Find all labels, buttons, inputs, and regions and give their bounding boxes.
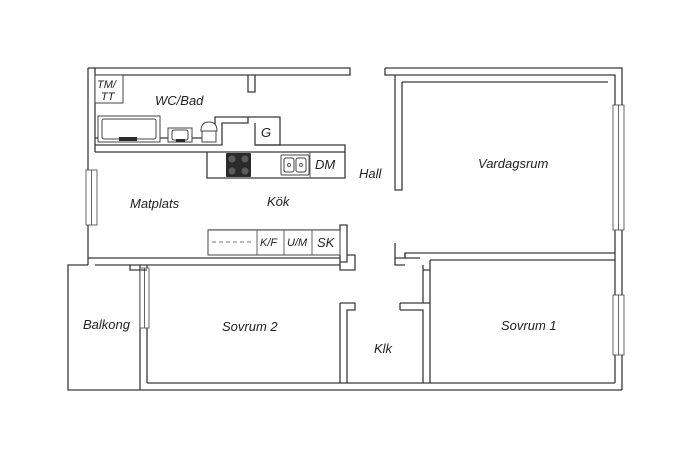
label-tm: TM/ [97, 79, 117, 91]
tm-tt-closet [94, 74, 124, 104]
label-wc-bad: WC/Bad [155, 93, 204, 108]
label-kf: K/F [260, 237, 278, 249]
label-sovrum2: Sovrum 2 [222, 319, 278, 334]
toilet [201, 130, 217, 143]
label-sk: SK [317, 235, 336, 250]
interior-walls [88, 75, 615, 383]
label-hall: Hall [359, 166, 383, 181]
label-um: U/M [287, 237, 308, 249]
kitchen-upper-counter [94, 144, 346, 179]
label-g: G [261, 125, 271, 140]
label-klk: Klk [374, 341, 394, 356]
label-tt: TT [101, 91, 116, 103]
labels: TM/ TT WC/Bad G DM Hall Vardagsrum Matpl… [83, 79, 557, 356]
outer-walls [67, 67, 623, 391]
bathroom [94, 74, 256, 146]
label-sovrum1: Sovrum 1 [501, 318, 557, 333]
label-vardagsrum: Vardagsrum [478, 156, 548, 171]
label-dm: DM [315, 157, 335, 172]
label-balkong: Balkong [83, 317, 131, 332]
label-kok: Kök [267, 194, 291, 209]
windows [85, 104, 625, 356]
kitchen-lower-counter [207, 224, 348, 263]
label-matplats: Matplats [130, 196, 180, 211]
